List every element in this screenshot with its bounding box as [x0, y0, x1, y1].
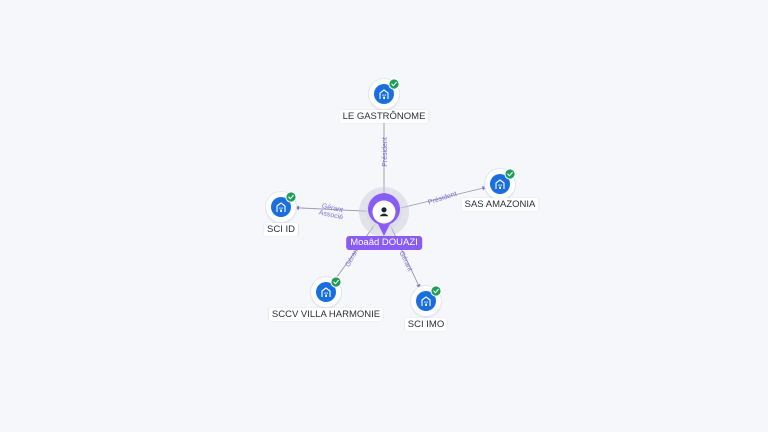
building-icon	[495, 179, 505, 189]
company-icon-bg	[271, 197, 291, 217]
verified-check-icon	[504, 168, 516, 180]
verified-check-icon	[330, 276, 342, 288]
company-node-c1[interactable]	[368, 78, 400, 111]
edge-role-label: Gérant	[398, 250, 414, 272]
center-person-name[interactable]: Moaâd DOUAZI	[346, 236, 422, 250]
verified-check-icon	[388, 78, 400, 90]
building-icon	[421, 296, 431, 306]
company-icon-bg	[416, 291, 436, 311]
building-icon	[276, 202, 286, 212]
company-name-label[interactable]: SCCV VILLA HARMONIE	[268, 308, 384, 321]
company-name-label[interactable]: SAS AMAZONIA	[461, 198, 539, 211]
verified-check-icon	[285, 191, 297, 203]
edge-role-label: Gérant	[321, 203, 343, 214]
company-icon-bg	[316, 282, 336, 302]
company-node-c3[interactable]	[265, 191, 297, 224]
company-node-c5[interactable]	[410, 285, 442, 318]
edge-arrow	[294, 205, 300, 211]
building-icon	[321, 287, 331, 297]
edge-role-label-2: Associé	[318, 209, 344, 221]
verified-check-icon	[430, 285, 442, 297]
center-person-node[interactable]	[359, 187, 409, 237]
edge-line	[383, 183, 501, 213]
building-icon	[379, 89, 389, 99]
company-node-c4[interactable]	[310, 276, 342, 309]
company-name-label[interactable]: SCI IMO	[404, 318, 448, 331]
company-node-c2[interactable]	[484, 168, 516, 201]
company-icon-bg	[490, 174, 510, 194]
person-icon	[379, 207, 389, 217]
edge-role-label: Président	[382, 137, 389, 167]
company-name-label[interactable]: SCI ID	[264, 223, 298, 236]
edge-role-label: Président	[427, 191, 457, 207]
company-icon-bg	[374, 84, 394, 104]
company-name-label[interactable]: LE GASTRÔNOME	[339, 110, 429, 123]
